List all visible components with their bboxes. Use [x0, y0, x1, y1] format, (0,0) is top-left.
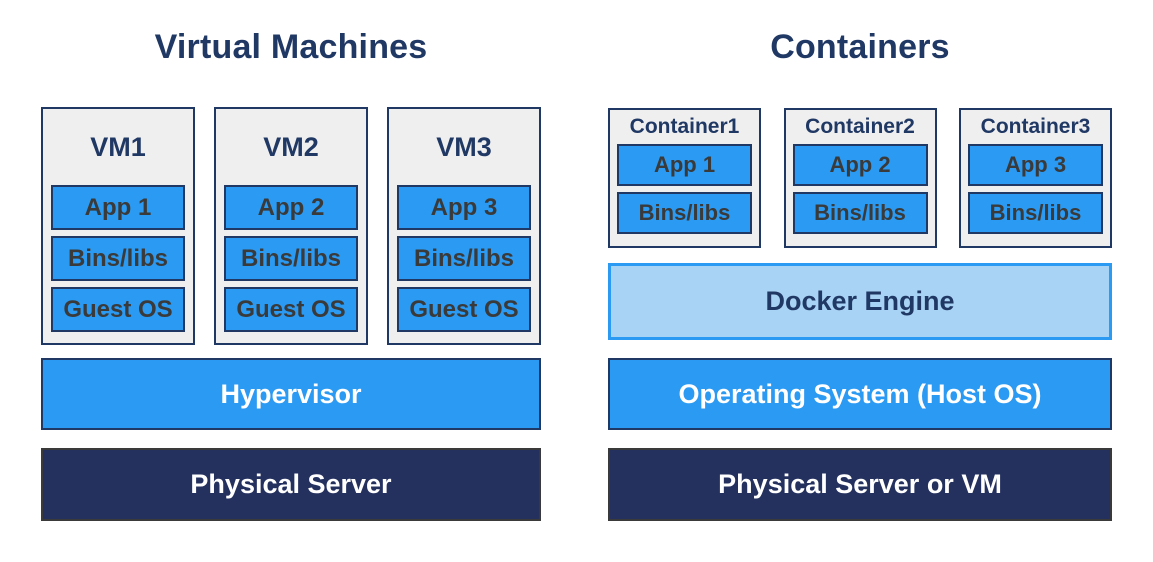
vm2-binslibs-layer: Bins/libs [224, 236, 358, 281]
vm1-binslibs-layer: Bins/libs [51, 236, 185, 281]
vm-row: VM1 App 1 Bins/libs Guest OS VM2 App 2 B… [41, 107, 541, 345]
container1-name: Container1 [629, 115, 740, 138]
vm3-binslibs-layer: Bins/libs [397, 236, 531, 281]
vm-box-2: VM2 App 2 Bins/libs Guest OS [214, 107, 368, 345]
vm3-guestos-layer: Guest OS [397, 287, 531, 332]
container3-name: Container3 [980, 115, 1091, 138]
vm1-app-layer: App 1 [51, 185, 185, 230]
containers-section-title: Containers [770, 27, 950, 66]
vm1-name: VM1 [90, 131, 146, 162]
vm2-name: VM2 [263, 131, 319, 162]
physical-server-bar: Physical Server [41, 448, 541, 521]
container2-binslibs-layer: Bins/libs [792, 192, 928, 234]
docker-engine-bar: Docker Engine [608, 263, 1112, 340]
host-os-bar: Operating System (Host OS) [608, 358, 1112, 430]
hypervisor-bar: Hypervisor [41, 358, 541, 430]
container2-name: Container2 [805, 115, 915, 138]
container-box-2: Container2 App 2 Bins/libs [783, 108, 937, 248]
vm2-app-layer: App 2 [224, 185, 358, 230]
container-row: Container1 App 1 Bins/libs Container2 Ap… [608, 108, 1112, 248]
container-box-3: Container3 App 3 Bins/libs [959, 108, 1112, 248]
vm3-app-layer: App 3 [397, 185, 531, 230]
container-box-1: Container1 App 1 Bins/libs [608, 108, 761, 248]
container2-app-layer: App 2 [792, 144, 928, 186]
container3-binslibs-layer: Bins/libs [968, 192, 1103, 234]
vm1-guestos-layer: Guest OS [51, 287, 185, 332]
container1-app-layer: App 1 [617, 144, 752, 186]
vm3-name: VM3 [436, 131, 492, 162]
physical-server-or-vm-bar: Physical Server or VM [608, 448, 1112, 521]
container3-app-layer: App 3 [968, 144, 1103, 186]
vm2-guestos-layer: Guest OS [224, 287, 358, 332]
virtual-machines-section-title: Virtual Machines [154, 27, 428, 66]
container1-binslibs-layer: Bins/libs [617, 192, 752, 234]
vm-box-1: VM1 App 1 Bins/libs Guest OS [41, 107, 195, 345]
vm-box-3: VM3 App 3 Bins/libs Guest OS [387, 107, 541, 345]
